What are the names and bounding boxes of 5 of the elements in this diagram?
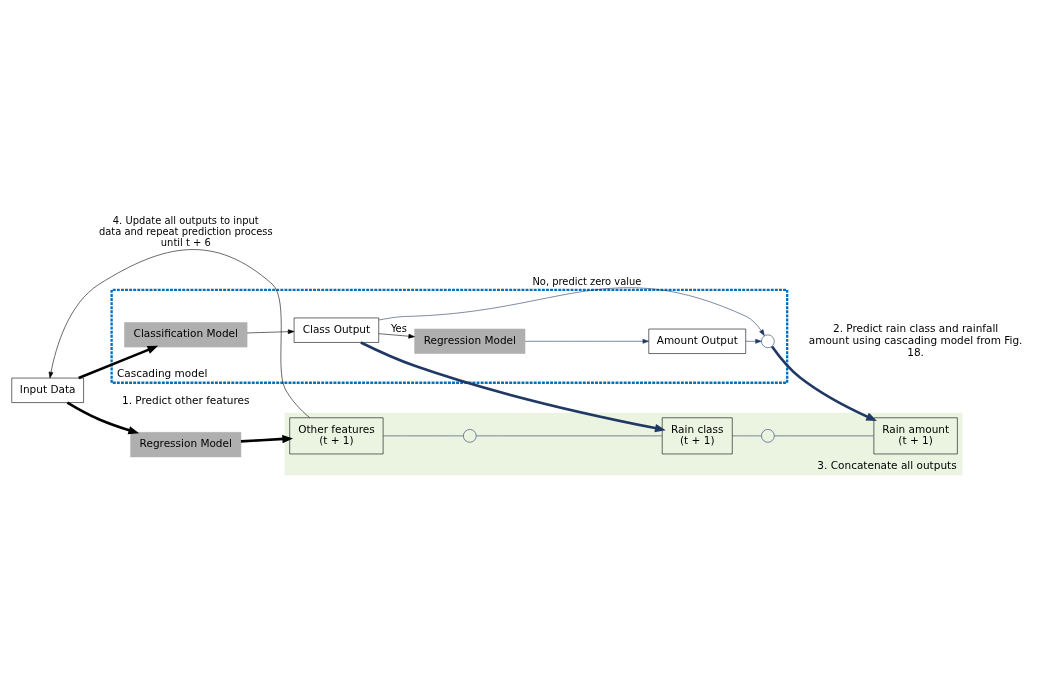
- node-label: 2. Predict rain class and rainfall amount using cascading model from Fig. 18.: [808, 321, 1023, 358]
- edge-label: No, predict zero value: [532, 275, 642, 287]
- edge-label: Yes: [390, 322, 407, 334]
- node-label: 1. Predict other features: [121, 393, 250, 406]
- edge-label: 4. Update all outputs to input data and repeat prediction process until t + 6: [98, 214, 273, 248]
